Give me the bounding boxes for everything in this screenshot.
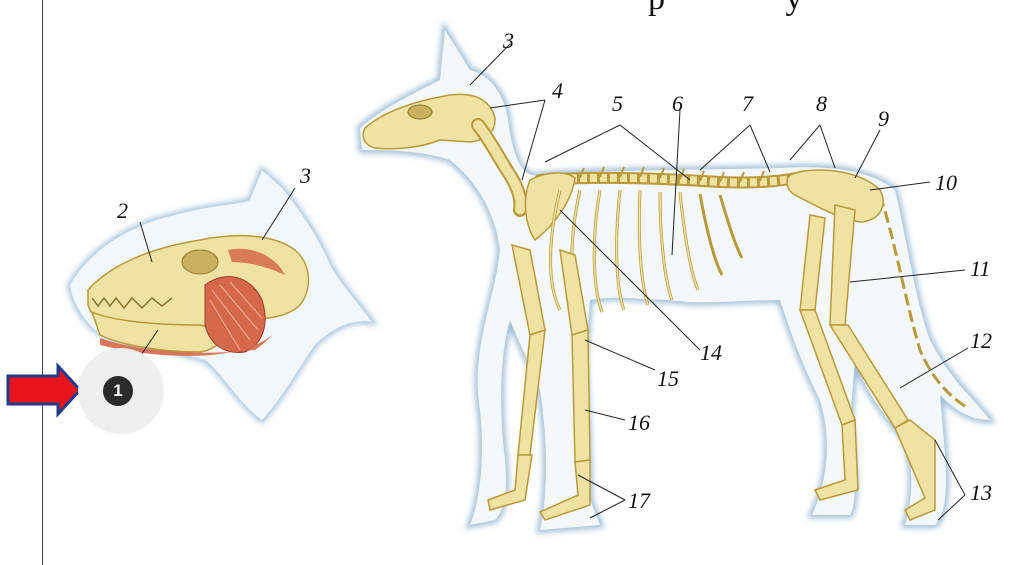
label-4: 4 — [552, 80, 563, 102]
red-arrow — [8, 366, 80, 414]
label-3: 3 — [503, 30, 514, 52]
label-head-3: 3 — [300, 165, 311, 187]
label-12: 12 — [970, 330, 992, 352]
label-6: 6 — [672, 93, 683, 115]
label-16: 16 — [628, 412, 650, 434]
label-7: 7 — [742, 93, 753, 115]
label-5: 5 — [612, 93, 623, 115]
numbered-marker[interactable]: 1 — [103, 376, 133, 406]
label-17: 17 — [628, 490, 650, 512]
label-13: 13 — [970, 482, 992, 504]
label-9: 9 — [878, 108, 889, 130]
eye-socket — [182, 250, 218, 274]
label-11: 11 — [970, 258, 990, 280]
label-head-2: 2 — [117, 200, 128, 222]
label-15: 15 — [657, 368, 679, 390]
label-14: 14 — [700, 342, 722, 364]
label-10: 10 — [935, 172, 957, 194]
label-8: 8 — [816, 93, 827, 115]
